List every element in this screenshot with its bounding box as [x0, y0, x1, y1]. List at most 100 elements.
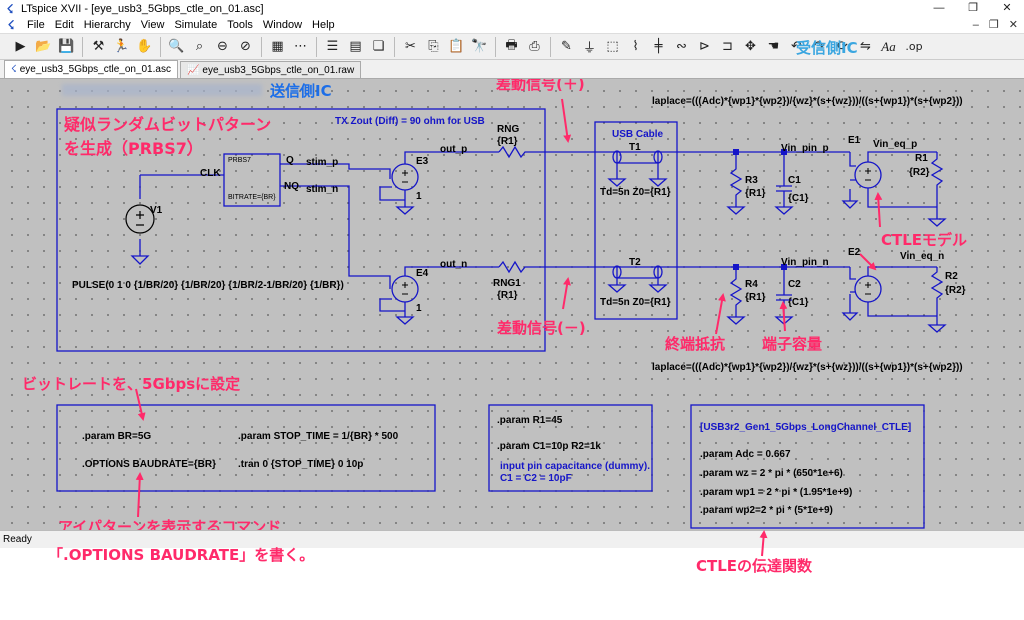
ctle-model-annotation: CTLEモデル	[881, 229, 967, 250]
r1-value: {R2}	[909, 167, 930, 178]
rng-label: RNG	[497, 124, 519, 135]
schematic-canvas[interactable]: TX Zout (Diff) = 90 ohm for USB laplace=…	[0, 79, 1024, 530]
param-wp2-directive[interactable]: .param wp2=2 * pi * (5*1e+9)	[700, 505, 833, 516]
c2-label: C2	[788, 279, 801, 290]
tab-waveform[interactable]: 📈 eye_usb3_5Gbps_ctle_on_01.raw	[180, 61, 361, 78]
zoom-fit-icon[interactable]: ⊘	[235, 36, 256, 57]
resistor-icon[interactable]: ⌇	[625, 36, 646, 57]
print-icon[interactable]: ⎙	[524, 36, 545, 57]
restore-button[interactable]: ❐	[956, 0, 990, 17]
status-text: Ready	[3, 534, 32, 545]
c2-value: {C1}	[788, 297, 809, 308]
pulse-label: PULSE(0 1 0 {1/BR/20} {1/BR/20} {1/BR/2-…	[72, 280, 344, 291]
prbs-nq-label: NQ	[284, 181, 299, 192]
param-r1-directive[interactable]: .param R1=45	[497, 415, 562, 426]
schematic-icon: ☇	[11, 64, 17, 75]
open-folder-icon[interactable]: 📂	[33, 36, 54, 57]
bitrate-annotation: ビットレートを、5Gbpsに設定	[22, 373, 240, 394]
doc-minimize-icon[interactable]: –	[973, 17, 979, 33]
directive-box	[57, 405, 435, 491]
out-n-label: out_n	[440, 259, 467, 270]
prbs-clk-label: CLK	[200, 168, 221, 179]
r1-label: R1	[915, 153, 928, 164]
drag-icon[interactable]: ☚	[763, 36, 784, 57]
termination-annotation: 終端抵抗	[665, 333, 725, 354]
ground-icon[interactable]: ⏚	[579, 36, 600, 57]
tile-vertical-icon[interactable]: ▤	[345, 36, 366, 57]
diff-minus-annotation: 差動信号(－)	[497, 317, 586, 338]
zoom-area-icon[interactable]: ⌕	[189, 36, 210, 57]
menu-edit[interactable]: Edit	[50, 17, 79, 33]
paste-icon[interactable]: 📋	[446, 36, 467, 57]
pan-hand-icon[interactable]: ✋	[134, 36, 155, 57]
run-icon[interactable]: ▶	[10, 36, 31, 57]
param-wz-directive[interactable]: .param wz = 2 * pi * (650*1e+6)	[700, 468, 843, 479]
tab-schematic[interactable]: ☇ eye_usb3_5Gbps_ctle_on_01.asc	[4, 60, 178, 78]
menu-file[interactable]: File	[22, 17, 50, 33]
document-tabs: ☇ eye_usb3_5Gbps_ctle_on_01.asc 📈 eye_us…	[0, 60, 1024, 79]
param-stop-time-directive[interactable]: .param STOP_TIME = 1/{BR} * 500	[238, 431, 398, 442]
grid-icon[interactable]: ⋯	[290, 36, 311, 57]
window-controls: — ❐ ✕	[922, 0, 1024, 17]
param-wp1-directive[interactable]: .param wp1 = 2 * pi * (1.95*1e+9)	[700, 487, 852, 498]
menu-tools[interactable]: Tools	[222, 17, 258, 33]
t2-param-label: Td=5n Z0={R1}	[600, 297, 671, 308]
component-icon[interactable]: ⊐	[717, 36, 738, 57]
e4-gain-label: 1	[416, 303, 422, 314]
capacitor-icon[interactable]: ╪	[648, 36, 669, 57]
draw-wire-icon[interactable]: ✎	[556, 36, 577, 57]
copy-icon[interactable]: ⎘	[423, 36, 444, 57]
find-icon[interactable]: 🔭	[469, 36, 490, 57]
menu-simulate[interactable]: Simulate	[169, 17, 222, 33]
move-icon[interactable]: ✥	[740, 36, 761, 57]
menu-bar: ☇ File Edit Hierarchy View Simulate Tool…	[0, 17, 1024, 33]
t1-param-label: Td=5n Z0={R1}	[600, 187, 671, 198]
print-setup-icon[interactable]: 🖶	[501, 36, 522, 57]
param-br-directive[interactable]: .param BR=5G	[82, 431, 151, 442]
close-button[interactable]: ✕	[990, 0, 1024, 17]
param-adc-directive[interactable]: .param Adc = 0.667	[700, 449, 791, 460]
t1-label: T1	[629, 142, 641, 153]
control-panel-icon[interactable]: ⚒	[88, 36, 109, 57]
zoom-in-icon[interactable]: 🔍	[166, 36, 187, 57]
inductor-icon[interactable]: ∾	[671, 36, 692, 57]
minimize-button[interactable]: —	[922, 0, 956, 17]
autorange-icon[interactable]: ▦	[267, 36, 288, 57]
window-title: LTspice XVII - [eye_usb3_5Gbps_ctle_on_0…	[21, 3, 264, 15]
options-baudrate-directive[interactable]: .OPTIONS BAUDRATE={BR}	[82, 459, 216, 470]
spice-directive-icon[interactable]: .op	[901, 36, 927, 57]
ctle-tf-annotation: CTLEの伝達関数	[696, 555, 812, 576]
tx-zout-label: TX Zout (Diff) = 90 ohm for USB	[335, 116, 485, 127]
doc-close-icon[interactable]: ✕	[1009, 17, 1018, 33]
cascade-icon[interactable]: ❏	[368, 36, 389, 57]
eye-cmd-annotation-line2: 「.OPTIONS BAUDRATE」を書く。	[48, 544, 314, 565]
doc-restore-icon[interactable]: ❐	[989, 17, 999, 33]
menu-help[interactable]: Help	[307, 17, 340, 33]
menu-window[interactable]: Window	[258, 17, 307, 33]
save-icon[interactable]: 💾	[56, 36, 77, 57]
r2-label: R2	[945, 271, 958, 282]
cut-icon[interactable]: ✂	[400, 36, 421, 57]
r3-label: R3	[745, 175, 758, 186]
e3-label: E3	[416, 156, 428, 167]
mirror-icon[interactable]: ⇋	[855, 36, 876, 57]
diode-icon[interactable]: ⊳	[694, 36, 715, 57]
pin-cap-note-2: C1 = C2 = 10pF	[500, 473, 572, 484]
v1-label: V1	[150, 205, 162, 216]
menu-hierarchy[interactable]: Hierarchy	[79, 17, 136, 33]
label-net-icon[interactable]: ⬚	[602, 36, 623, 57]
usb-cable-label: USB Cable	[612, 129, 663, 140]
tran-directive[interactable]: .tran 0 {STOP_TIME} 0 10p	[238, 459, 363, 470]
stim-n-label: stim_n	[306, 184, 338, 195]
menu-view[interactable]: View	[136, 17, 170, 33]
pin-cap-note-1: input pin capacitance (dummy).	[500, 461, 650, 472]
c1-value: {C1}	[788, 193, 809, 204]
pin-cap-annotation: 端子容量	[762, 333, 822, 354]
param-c1-r2-directive[interactable]: .param C1=10p R2=1k	[497, 441, 601, 452]
tile-horizontal-icon[interactable]: ☰	[322, 36, 343, 57]
laplace-bottom-label: laplace=(((Adc)*{wp1}*{wp2})/{wz}*(s+{wz…	[652, 362, 963, 373]
zoom-out-icon[interactable]: ⊖	[212, 36, 233, 57]
document-icon[interactable]: ☇	[4, 18, 18, 32]
halt-icon[interactable]: 🏃	[111, 36, 132, 57]
text-icon[interactable]: Aa	[878, 36, 899, 57]
